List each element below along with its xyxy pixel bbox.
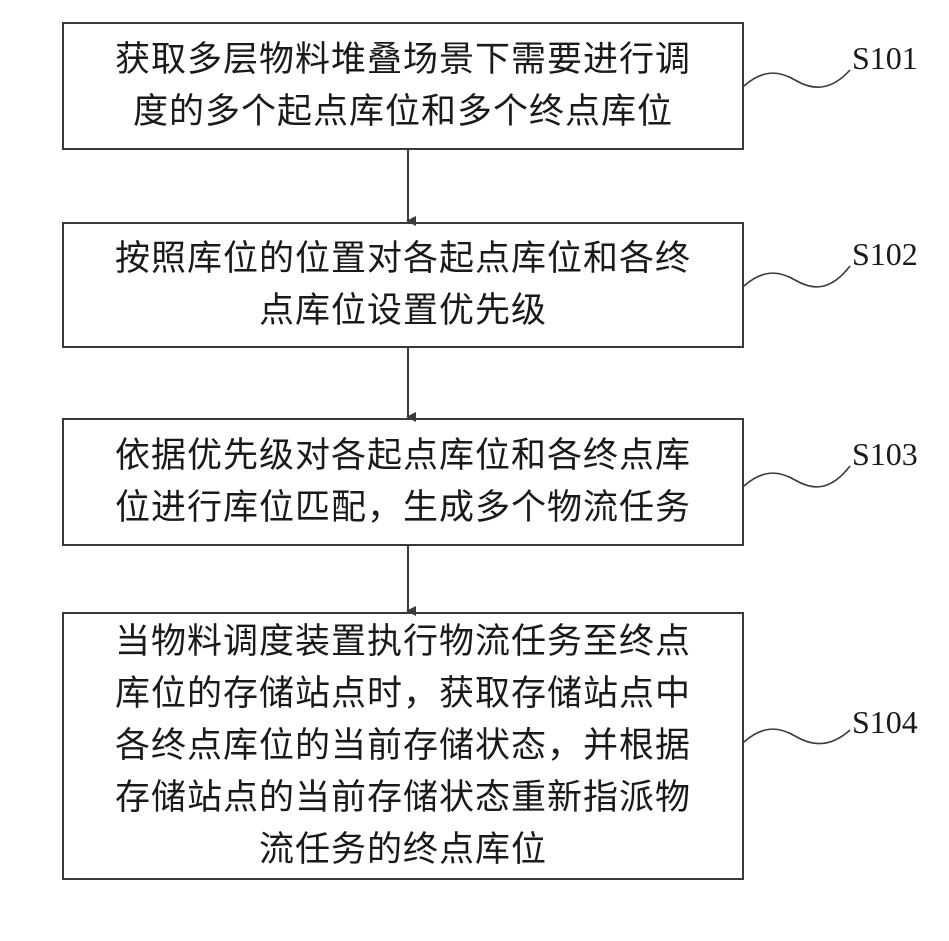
leader-s102 xyxy=(744,266,850,287)
leader-s103 xyxy=(744,466,850,487)
leader-s101 xyxy=(744,70,850,87)
leader-s104 xyxy=(744,729,850,743)
